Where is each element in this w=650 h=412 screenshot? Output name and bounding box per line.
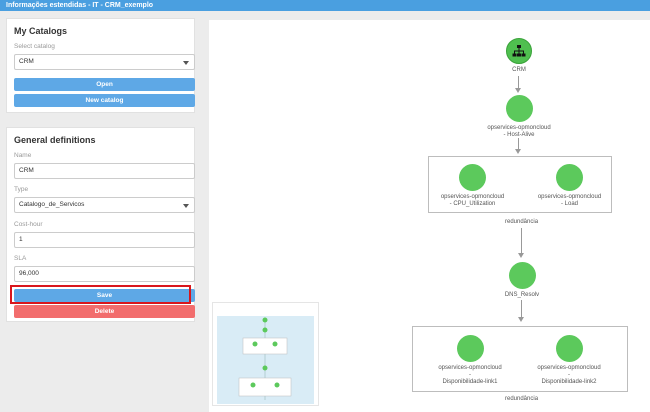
type-select[interactable]: Catalogo_de_Servicos bbox=[14, 197, 195, 213]
redundancy-group-2[interactable] bbox=[412, 326, 628, 392]
redundancy-group-1[interactable] bbox=[428, 156, 612, 213]
graph-node-root[interactable]: CRM bbox=[498, 38, 540, 74]
general-definitions-panel: General definitions Name CRM Type Catalo… bbox=[6, 127, 195, 322]
save-button[interactable]: Save bbox=[14, 289, 195, 302]
graph-node-dns-resolv[interactable]: DNS_Resolv bbox=[496, 262, 548, 299]
select-catalog-label: Select catalog bbox=[14, 43, 55, 50]
sla-label: SLA bbox=[14, 255, 27, 262]
sla-input[interactable]: 96,000 bbox=[14, 266, 195, 282]
chevron-down-icon bbox=[183, 204, 189, 208]
dns-label: DNS_Resolv bbox=[504, 292, 540, 298]
type-label: Type bbox=[14, 186, 29, 193]
root-label: CRM bbox=[512, 67, 526, 73]
load-circle bbox=[556, 164, 583, 191]
graph-node-link1[interactable]: opservices-opmoncloud - Disponibilidade-… bbox=[425, 335, 515, 386]
sitemap-icon bbox=[512, 45, 526, 57]
minimap-graph bbox=[238, 317, 292, 400]
window-titlebar: Informações estendidas - IT - CRM_exempl… bbox=[0, 0, 650, 11]
name-label: Name bbox=[14, 152, 32, 159]
delete-button[interactable]: Delete bbox=[14, 305, 195, 318]
redundancy-group-1-label: redundância bbox=[505, 219, 539, 225]
new-catalog-button[interactable]: New catalog bbox=[14, 94, 195, 107]
graph-node-cpu-utilization[interactable]: opservices-opmoncloud - CPU_Utilization bbox=[430, 164, 515, 208]
open-button[interactable]: Open bbox=[14, 78, 195, 91]
my-catalogs-panel: My Catalogs Select catalog CRM Open New … bbox=[6, 18, 195, 113]
window-title: Informações estendidas - IT - CRM_exempl… bbox=[6, 2, 154, 9]
save-highlight-box bbox=[10, 285, 191, 304]
chevron-down-icon bbox=[183, 61, 189, 65]
graph-node-load[interactable]: opservices-opmoncloud - Load bbox=[527, 164, 612, 208]
link2-circle bbox=[555, 335, 583, 362]
load-label: opservices-opmoncloud - Load bbox=[537, 194, 602, 207]
cpu-circle bbox=[459, 164, 486, 191]
type-select-value: Catalogo_de_Servicos bbox=[19, 201, 85, 208]
my-catalogs-title: My Catalogs bbox=[14, 26, 68, 36]
edge-line bbox=[521, 228, 522, 254]
link1-circle bbox=[456, 335, 484, 362]
arrow-head bbox=[518, 317, 524, 322]
minimap-panel bbox=[212, 302, 319, 406]
link2-label: opservices-opmoncloud - Disponibilidade-… bbox=[537, 365, 601, 385]
name-input[interactable]: CRM bbox=[14, 163, 195, 179]
graph-node-host-alive[interactable]: opservices-opmoncloud - Host-Alive bbox=[474, 95, 564, 139]
redundancy-group-2-label: redundância bbox=[505, 396, 539, 402]
edge-line bbox=[518, 76, 519, 89]
cost-hour-input[interactable]: 1 bbox=[14, 232, 195, 248]
cost-hour-label: Cost-hour bbox=[14, 221, 43, 228]
link1-label: opservices-opmoncloud - Disponibilidade-… bbox=[438, 365, 502, 385]
arrow-head bbox=[515, 149, 521, 154]
root-circle bbox=[506, 38, 532, 64]
edge-line bbox=[518, 138, 519, 150]
minimap-viewport[interactable] bbox=[217, 316, 314, 404]
catalog-select-value: CRM bbox=[19, 58, 34, 65]
host-alive-label: opservices-opmoncloud - Host-Alive bbox=[487, 125, 551, 138]
edge-line bbox=[521, 300, 522, 318]
graph-node-link2[interactable]: opservices-opmoncloud - Disponibilidade-… bbox=[524, 335, 614, 386]
dns-circle bbox=[508, 262, 536, 289]
cpu-label: opservices-opmoncloud - CPU_Utilization bbox=[440, 194, 505, 207]
catalog-select[interactable]: CRM bbox=[14, 54, 195, 70]
general-definitions-title: General definitions bbox=[14, 135, 96, 145]
host-alive-circle bbox=[505, 95, 533, 122]
arrow-head bbox=[518, 253, 524, 258]
arrow-head bbox=[515, 88, 521, 93]
